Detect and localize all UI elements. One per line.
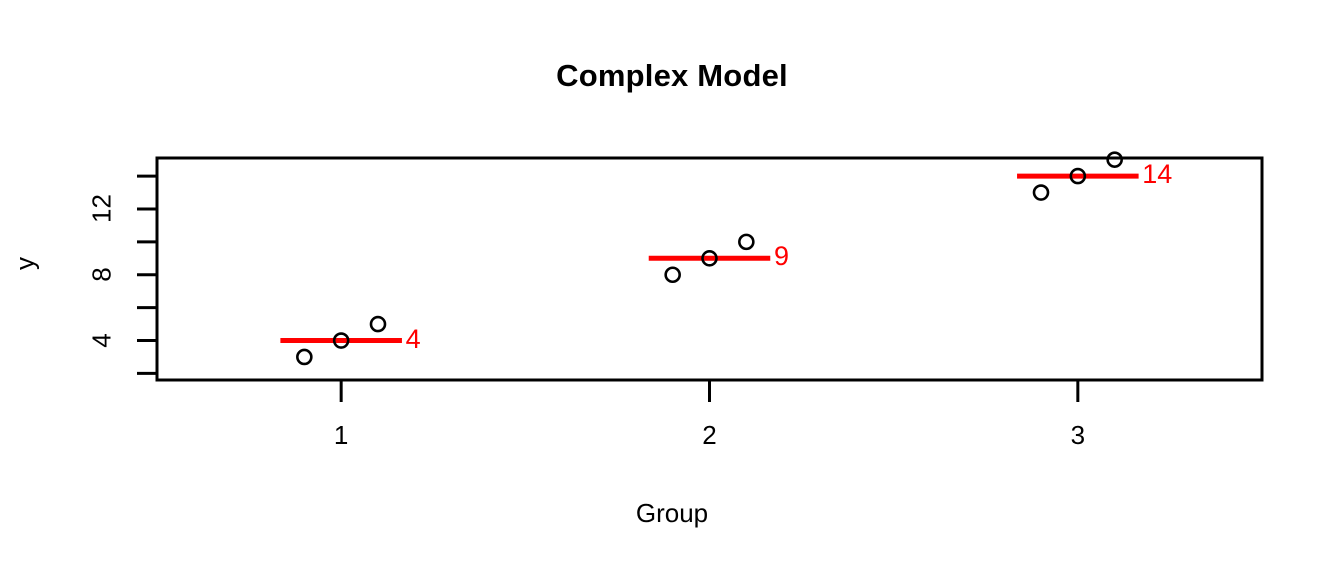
mean-label: 4 <box>405 323 421 354</box>
group-mean-lines <box>280 173 1139 344</box>
data-points <box>296 151 1123 366</box>
plot-frame <box>155 156 1264 382</box>
x-tick-label: 3 <box>1070 420 1086 450</box>
mean-label: 9 <box>773 241 789 272</box>
mean-label: 14 <box>1142 159 1173 190</box>
y-tick-label: 8 <box>86 267 117 282</box>
y-tick-label: 4 <box>86 332 117 348</box>
x-tick-label: 2 <box>702 420 717 450</box>
y-axis-title: y <box>9 257 40 270</box>
page-title: Complex Model <box>556 58 788 93</box>
axis-ticks <box>137 174 1080 402</box>
y-tick-label: 12 <box>86 194 117 223</box>
x-tick-label: 1 <box>333 420 349 450</box>
x-axis-title: Group <box>635 498 709 528</box>
